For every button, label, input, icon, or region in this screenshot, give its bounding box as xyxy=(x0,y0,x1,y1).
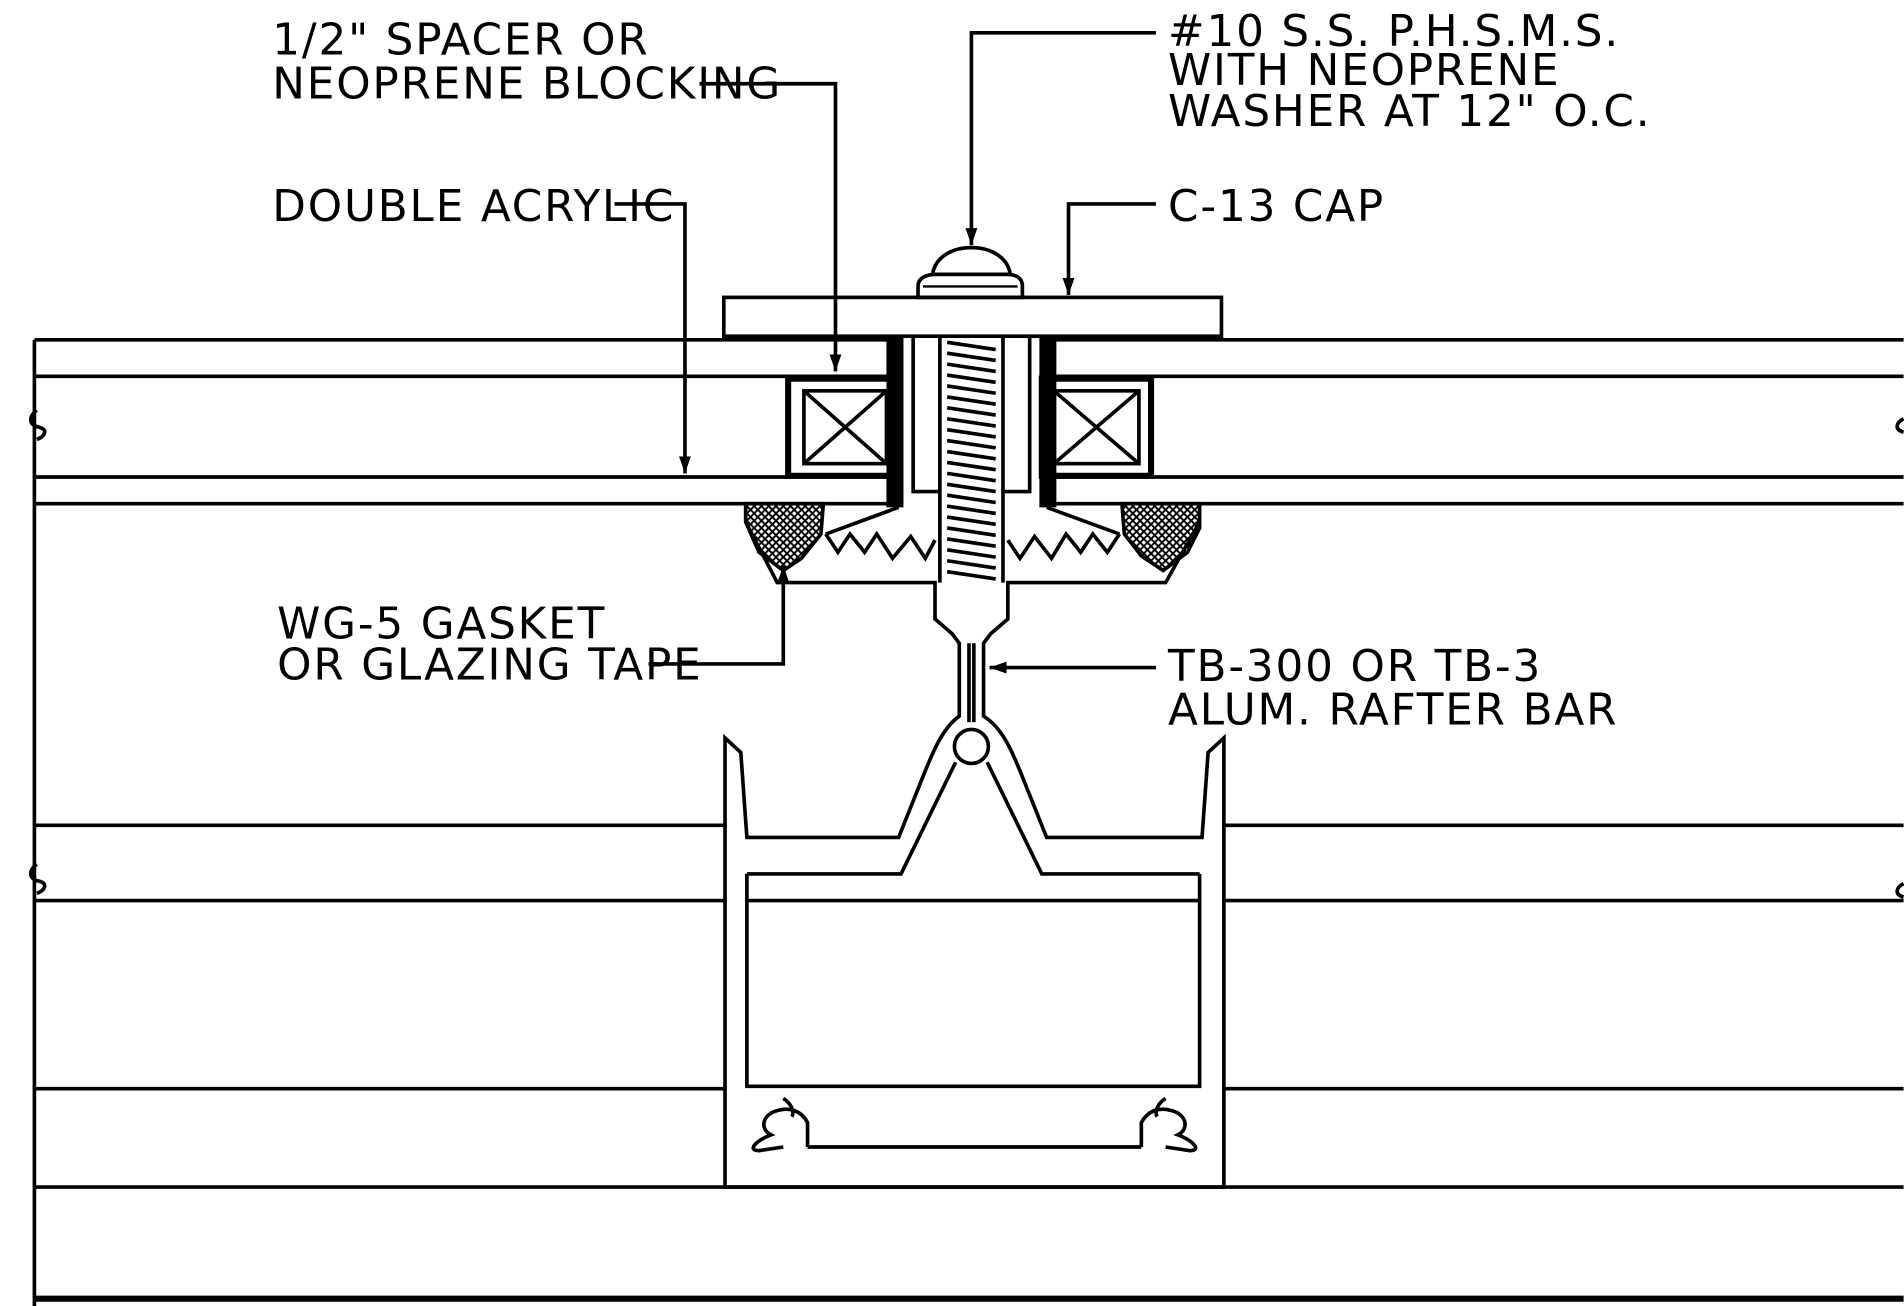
callout-screw-line2: WITH NEOPRENE xyxy=(1168,45,1560,96)
callout-rafter-line1: TB-300 OR TB-3 xyxy=(1167,641,1542,692)
callout-spacer: 1/2" SPACER OR NEOPRENE BLOCKING xyxy=(272,15,782,110)
c-13-cap xyxy=(721,295,1224,339)
spacer-leader xyxy=(699,81,842,372)
callout-screw-line1: #10 S.S. P.H.S.M.S. xyxy=(1168,6,1620,57)
screw-shank xyxy=(938,336,1005,583)
screw-thread xyxy=(946,515,996,527)
callout-cap-line1: C-13 CAP xyxy=(1168,181,1385,232)
background-structure xyxy=(28,338,1904,1306)
gasket-leader xyxy=(648,565,790,666)
callout-acrylic: DOUBLE ACRYLIC xyxy=(272,181,675,232)
callout-gasket-line2: OR GLAZING TAPE xyxy=(277,640,702,691)
callout-spacer-line2: NEOPRENE BLOCKING xyxy=(272,58,782,109)
screw-thread xyxy=(946,558,996,570)
screw-thread xyxy=(946,438,996,450)
callout-spacer-line1: 1/2" SPACER OR xyxy=(272,15,649,66)
screw-thread xyxy=(946,406,996,417)
spacer-block-right xyxy=(1038,375,1155,479)
screw-thread xyxy=(946,427,996,439)
screw-thread xyxy=(946,493,996,505)
screw-thread xyxy=(946,504,996,516)
screw-thread xyxy=(946,449,996,461)
screw-thread xyxy=(946,460,996,472)
screw-thread xyxy=(946,537,996,548)
screw-thread xyxy=(946,362,996,374)
acrylic-leader xyxy=(614,202,691,474)
screw-leader xyxy=(965,30,1156,246)
callout-cap: C-13 CAP xyxy=(1168,181,1385,232)
cap-leader xyxy=(1062,202,1156,295)
rafter-bar-flange xyxy=(723,505,1226,1189)
callout-rafter-line2: ALUM. RAFTER BAR xyxy=(1168,685,1618,736)
screw-thread xyxy=(946,482,996,494)
screw-threads xyxy=(946,340,996,581)
rafter-bar-clips xyxy=(751,1096,1198,1153)
callout-gasket: WG-5 GASKET OR GLAZING TAPE xyxy=(277,598,702,691)
gasket-right xyxy=(1119,501,1202,573)
screw-thread xyxy=(946,548,996,559)
screw-head xyxy=(916,245,1025,300)
screw-thread xyxy=(946,384,996,396)
screw-thread xyxy=(946,340,996,352)
callout-acrylic-line1: DOUBLE ACRYLIC xyxy=(272,181,675,232)
screw-thread xyxy=(946,416,996,428)
cap-channel xyxy=(886,336,1057,508)
leader-lines xyxy=(614,30,1156,674)
screw-thread xyxy=(946,395,996,406)
callout-screw: #10 S.S. P.H.S.M.S. WITH NEOPRENE WASHER… xyxy=(1168,6,1651,137)
callout-rafter: TB-300 OR TB-3 ALUM. RAFTER BAR xyxy=(1167,641,1618,736)
screw-thread xyxy=(946,569,996,581)
screw-thread xyxy=(946,471,996,483)
screw-thread xyxy=(946,373,996,385)
gasket-left xyxy=(743,501,826,573)
screw-thread xyxy=(946,526,996,538)
screw-thread xyxy=(946,351,996,363)
callout-screw-line3: WASHER AT 12" O.C. xyxy=(1168,86,1651,137)
callout-gasket-line1: WG-5 GASKET xyxy=(277,598,606,649)
spacer-block-left xyxy=(785,375,901,479)
